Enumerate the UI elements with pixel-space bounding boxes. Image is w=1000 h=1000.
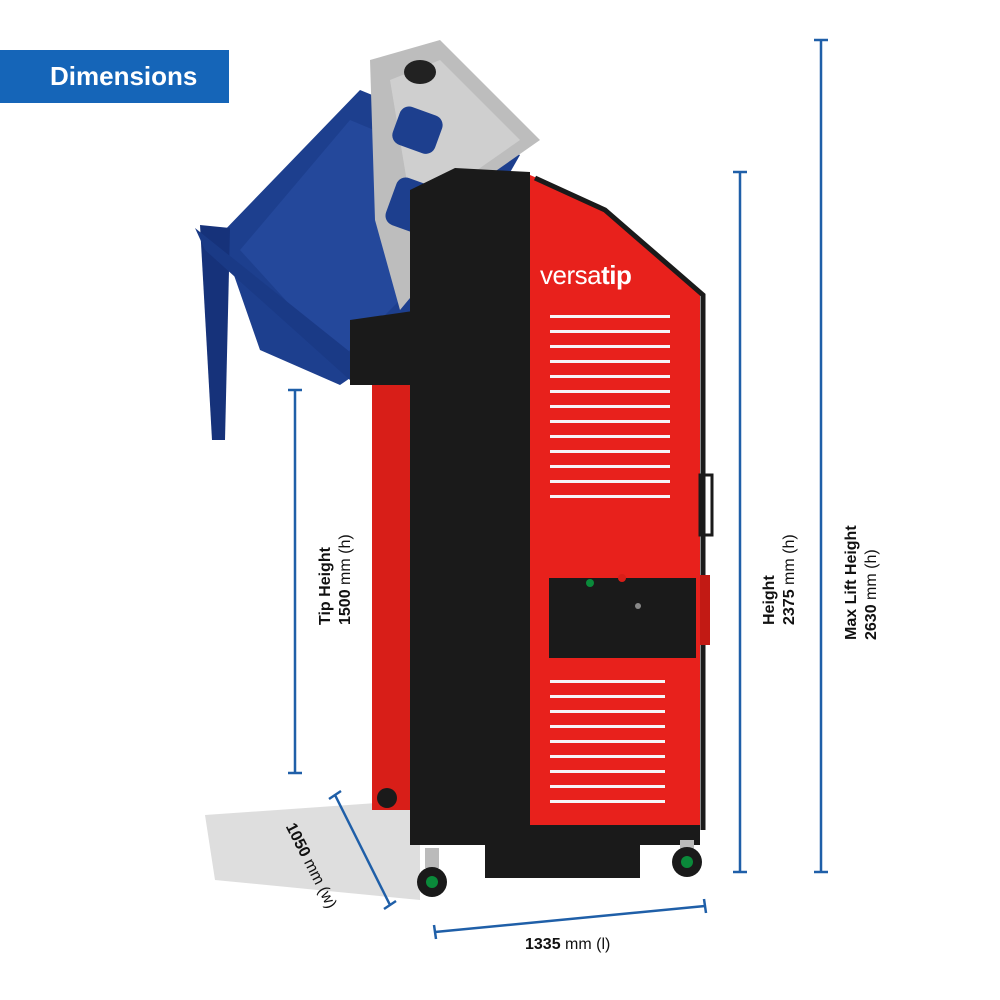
dimensions-heading: Dimensions — [50, 61, 198, 91]
width-line — [333, 794, 392, 906]
length-line — [434, 904, 706, 934]
control-box — [549, 578, 696, 658]
front-right-wheel — [672, 840, 702, 877]
handle-frame — [533, 175, 706, 830]
base-frame — [410, 825, 700, 845]
red-panel — [530, 175, 700, 835]
rear-wheel — [377, 788, 397, 808]
tip-height-label: Tip Height 1500 mm (h) — [317, 534, 354, 625]
length-label: 1335 mm (l) — [525, 936, 611, 953]
dimensions-badge: Dimensions — [0, 50, 229, 103]
max-lift-height-label: Max Lift Height 2630 mm (h) — [843, 525, 880, 640]
vent-slots-upper — [550, 315, 670, 498]
height-label: Height 2375 mm (h) — [761, 534, 798, 625]
frame-column — [410, 168, 530, 845]
brand-logo: versatip — [540, 260, 632, 290]
floor-shadow — [205, 800, 420, 900]
vent-slots-lower — [550, 680, 665, 803]
front-left-wheel — [417, 848, 447, 897]
top-clamp — [350, 310, 420, 385]
